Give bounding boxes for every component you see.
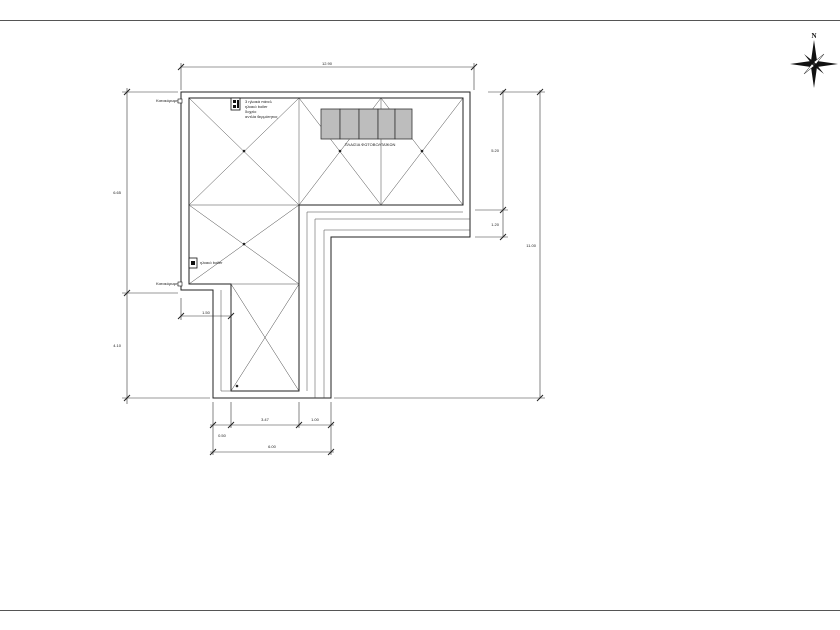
small-box-label: ηλιακό boiler (200, 260, 223, 265)
dim-bottom-total: 6.00 (268, 444, 277, 449)
north-compass-icon: N (790, 32, 838, 88)
dim-inner-step: 1.50 (202, 310, 211, 315)
solar-caption: ΠΛΑΙΣΙΑ ΦΩΤΟΒΟΛΤΑΪΚΩΝ (345, 142, 396, 147)
dim-right-upper: 5.20 (491, 148, 500, 153)
dim-bottom-b: 3.47 (261, 417, 270, 422)
dimension-bottom: 0.50 3.47 1.00 6.00 (209, 402, 335, 456)
notes-line-3: δοχείο (245, 109, 257, 114)
north-letter: N (811, 32, 816, 40)
equipment-notes: 3 ηλιακά πάνελ ηλιακό boiler δοχείο αντλ… (230, 97, 278, 119)
dim-right-total: 11.00 (526, 243, 536, 248)
dim-right-mid: 1.20 (491, 222, 500, 227)
dimension-left: 6.65 4.10 (113, 88, 210, 404)
notes-line-2: ηλιακό boiler (245, 104, 268, 109)
downspout-bottom-label: Κατακόρυφη (156, 281, 178, 286)
dim-bottom-a: 0.50 (218, 433, 227, 438)
notes-line-4: αντλία θερμότητας (245, 114, 278, 119)
dimension-right: 5.20 1.20 11.00 (334, 88, 545, 402)
downspout-markers: Κατακόρυφη Κατακόρυφη (156, 98, 183, 287)
dim-left-lower: 4.10 (113, 343, 122, 348)
small-equipment-box: ηλιακό boiler (188, 257, 223, 269)
dimension-top: 12.90 (177, 61, 478, 90)
dimension-inner-step: 1.50 (177, 296, 235, 320)
solar-panels: ΠΛΑΙΣΙΑ ΦΩΤΟΒΟΛΤΑΪΚΩΝ (320, 108, 413, 147)
downspout-top-label: Κατακόρυφη (156, 98, 178, 103)
roof-slope-lines (188, 97, 464, 392)
notes-line-1: 3 ηλιακά πάνελ (245, 99, 272, 104)
dim-bottom-c: 1.00 (311, 417, 320, 422)
dim-left-upper: 6.65 (113, 190, 122, 195)
dim-top-width: 12.90 (322, 61, 333, 66)
